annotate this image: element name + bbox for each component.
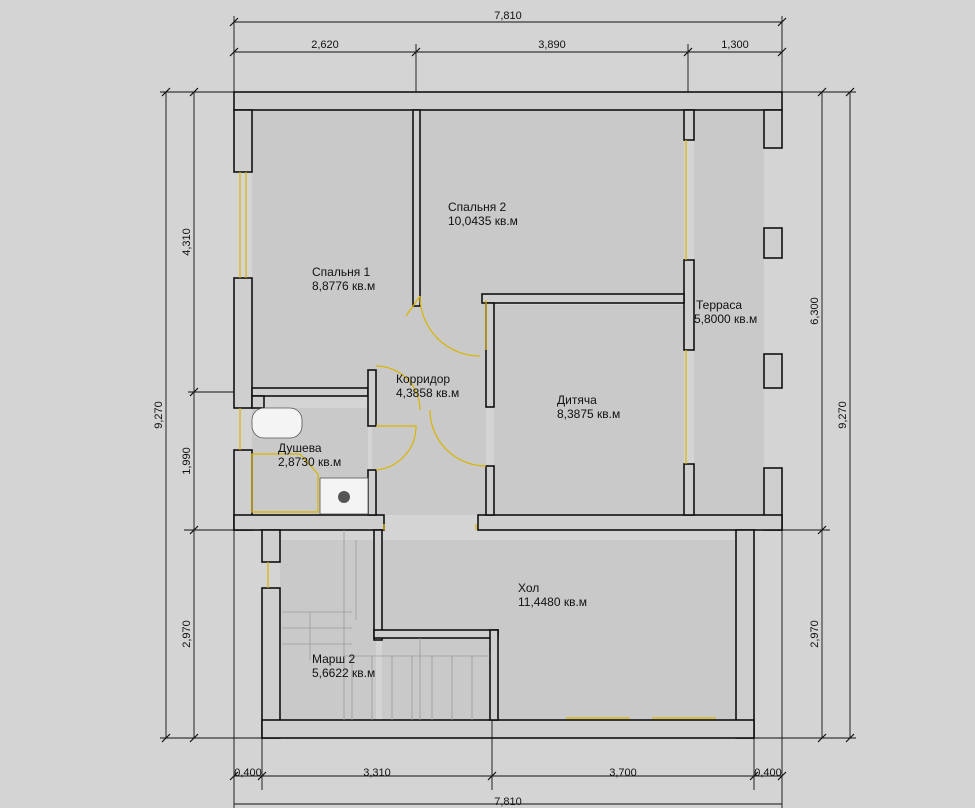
room-labels: Спальня 1 8,8776 кв.м Спальня 2 10,0435 … — [278, 200, 757, 680]
dim-right-1: 6,300 — [809, 297, 821, 325]
wall-shower-right — [367, 469, 377, 516]
wall-top — [233, 91, 783, 111]
dim-left-3: 2,970 — [181, 620, 193, 648]
dimension-lines — [160, 16, 856, 808]
door-bedroom2-arc — [419, 295, 481, 357]
wall-bed2-terrace-b — [683, 259, 695, 351]
wall-right-b — [763, 227, 783, 259]
dim-bottom-3: 3,700 — [609, 767, 637, 779]
room-terrace-fill — [694, 110, 764, 515]
dim-bottom-1: 0,400 — [234, 767, 262, 779]
room-kids-fill — [494, 305, 684, 515]
door-bedroom2-leaf — [405, 295, 421, 317]
dim-left-2: 1,990 — [181, 447, 193, 475]
wall-lower-left-a — [261, 529, 281, 563]
wall-hall-stair-b — [489, 629, 499, 721]
room-area-bedroom-1: 8,8776 кв.м — [312, 279, 375, 293]
fixtures — [251, 407, 369, 515]
dim-top-2: 3,890 — [538, 39, 566, 51]
room-label-corridor: Корридор — [396, 372, 450, 386]
wall-bed1-bed2 — [412, 109, 421, 307]
room-label-bedroom-2: Спальня 2 — [448, 200, 507, 214]
door-bedroom1-arc — [375, 365, 421, 411]
wall-left-b — [233, 277, 253, 409]
room-label-hall: Хол — [518, 581, 539, 595]
wall-shower-top — [251, 395, 265, 409]
wall-bed1-bottom — [251, 387, 369, 397]
door-kids-arc — [429, 409, 487, 467]
room-label-terrace: Терраса — [696, 298, 742, 312]
room-label-bedroom-1: Спальня 1 — [312, 265, 371, 279]
bathtub-icon — [251, 407, 303, 439]
wall-bed2-terrace-a — [683, 109, 695, 141]
doors — [375, 295, 487, 530]
room-label-shower: Душева — [278, 441, 322, 455]
wall-left-a — [233, 109, 253, 173]
shower-tray-outline — [251, 453, 319, 513]
room-label-stair: Марш 2 — [312, 652, 355, 666]
wall-corridor-kids-a — [485, 302, 495, 408]
windows — [239, 140, 716, 719]
room-area-hall: 11,4480 кв.м — [518, 595, 587, 609]
wall-kids-terrace — [683, 463, 695, 516]
dimension-labels: 7,810 2,620 3,890 1,300 0,400 3,310 3,70… — [153, 10, 849, 808]
dim-bottom-total: 7,810 — [494, 796, 522, 808]
room-label-kids: Дитяча — [557, 393, 597, 407]
dim-top-total: 7,810 — [494, 10, 522, 22]
dim-right-total: 9,270 — [837, 401, 849, 429]
wall-hall-left — [373, 529, 383, 641]
drain-icon — [338, 491, 350, 503]
room-corridor-fill — [372, 300, 486, 515]
wall-right-c — [763, 353, 783, 389]
dim-right-2: 2,970 — [809, 620, 821, 648]
room-fills — [252, 110, 764, 720]
door-shower-arc — [375, 425, 417, 471]
wall-mid-right — [477, 514, 783, 531]
room-stair-fill — [280, 540, 376, 720]
dim-left-1: 4,310 — [181, 228, 193, 256]
wall-right-a — [763, 109, 783, 149]
dim-top-1: 2,620 — [311, 39, 339, 51]
dim-bottom-2: 3,310 — [363, 767, 391, 779]
wall-hall-stair — [373, 629, 499, 639]
room-area-kids: 8,3875 кв.м — [557, 407, 620, 421]
stairs — [282, 530, 490, 720]
room-area-shower: 2,8730 кв.м — [278, 455, 341, 469]
dim-top-3: 1,300 — [721, 39, 749, 51]
wall-lower-right — [735, 529, 755, 739]
wall-bed2-kids — [481, 293, 685, 304]
room-area-bedroom-2: 10,0435 кв.м — [448, 214, 518, 228]
wall-corridor-left — [367, 369, 377, 427]
walls — [233, 91, 783, 739]
dim-bottom-4: 0,400 — [754, 767, 782, 779]
wall-lower-left-b — [261, 587, 281, 739]
dim-left-total: 9,270 — [153, 401, 165, 429]
room-area-corridor: 4,3858 кв.м — [396, 386, 459, 400]
room-bedroom-2-fill — [418, 110, 684, 300]
wall-corridor-kids-b — [485, 465, 495, 516]
room-area-terrace: 5,8000 кв.м — [694, 312, 757, 326]
wall-lower-bottom — [261, 719, 755, 739]
room-area-stair: 5,6622 кв.м — [312, 666, 375, 680]
wall-mid-left — [233, 514, 385, 531]
